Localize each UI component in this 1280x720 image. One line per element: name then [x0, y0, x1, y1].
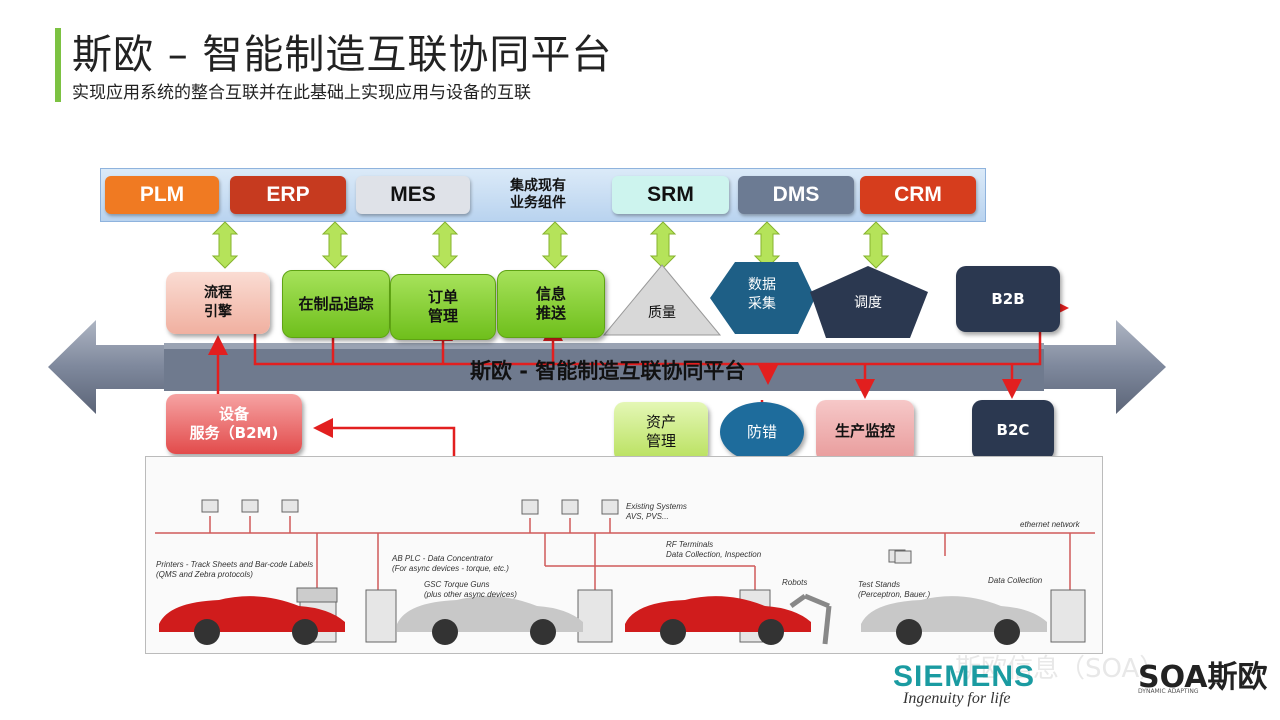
- module-data-collection: 数据 采集: [748, 277, 776, 312]
- siemens-logo: SIEMENS: [893, 660, 1036, 693]
- watermark-text: 斯欧信息（SOA）: [955, 654, 1166, 684]
- car-red-1: [159, 596, 345, 645]
- data-collection-shape: [710, 262, 815, 334]
- car-silver-1: [397, 596, 583, 645]
- label-test-stands-sub: (Perceptron, Bauer.): [858, 590, 931, 599]
- label-plc: AB PLC - Data Concentrator: [392, 554, 493, 563]
- module-asset-management: 资产 管理: [614, 402, 708, 462]
- scheduling-shape: [810, 266, 928, 338]
- label-printers: Printers - Track Sheets and Bar-code Lab…: [156, 560, 314, 569]
- system-dms: DMS: [738, 176, 854, 214]
- platform-label: 斯欧 - 智能制造互联协同平台: [470, 359, 746, 383]
- module-b2b: B2B: [956, 266, 1060, 332]
- module-wip-tracking: 在制品追踪: [282, 270, 390, 338]
- label-gsc: GSC Torque Guns: [424, 580, 490, 589]
- system-plm: PLM: [105, 176, 219, 214]
- module-info-push: 信息 推送: [497, 270, 605, 338]
- module-error-proofing: 防错: [720, 402, 804, 462]
- title-accent-bar: [55, 28, 61, 102]
- module-order-management: 订单 管理: [390, 274, 496, 340]
- shopfloor-illustration: [155, 499, 1095, 645]
- label-gsc-sub: (plus other async devices): [424, 590, 517, 599]
- label-test-stands: Test Stands: [858, 580, 900, 589]
- label-existing-systems: Existing Systems: [626, 502, 687, 511]
- label-robots: Robots: [782, 578, 808, 587]
- label-data-collection: Data Collection: [988, 576, 1043, 585]
- module-production-monitoring: 生产监控: [816, 400, 914, 462]
- soa-logo-sub: DYNAMIC ADAPTING: [1138, 688, 1199, 695]
- car-silver-2: [861, 596, 1047, 645]
- siemens-tagline: Ingenuity for life: [903, 690, 1011, 707]
- car-red-2: [625, 596, 811, 645]
- page-subtitle: 实现应用系统的整合互联并在此基础上实现应用与设备的互联: [72, 83, 531, 103]
- system-crm: CRM: [860, 176, 976, 214]
- label-ethernet: ethernet network: [1020, 520, 1080, 529]
- integration-label: 集成现有 业务组件: [510, 178, 566, 211]
- page-title: 斯欧 – 智能制造互联协同平台: [72, 32, 613, 78]
- module-b2c: B2C: [972, 400, 1054, 460]
- module-device-service: 设备 服务（B2M): [166, 394, 302, 454]
- label-printers-sub: (QMS and Zebra protocols): [156, 570, 253, 579]
- module-process-engine: 流程 引擎: [166, 272, 270, 334]
- module-quality: 质量: [648, 305, 676, 321]
- system-mes: MES: [356, 176, 470, 214]
- robot-arm: [789, 593, 832, 645]
- label-rf-sub: Data Collection, Inspection: [666, 550, 762, 559]
- label-avs: AVS, PVS...: [626, 512, 669, 521]
- label-rf: RF Terminals: [666, 540, 714, 549]
- module-scheduling: 调度: [854, 295, 882, 311]
- integration-arrows: [211, 221, 890, 269]
- quality-shape: [602, 264, 722, 336]
- soa-logo: SOA斯欧: [1138, 660, 1268, 695]
- system-erp: ERP: [230, 176, 346, 214]
- system-srm: SRM: [612, 176, 729, 214]
- platform-arrow: [48, 320, 1166, 414]
- label-plc-sub: (For async devices - torque, etc.): [392, 564, 509, 573]
